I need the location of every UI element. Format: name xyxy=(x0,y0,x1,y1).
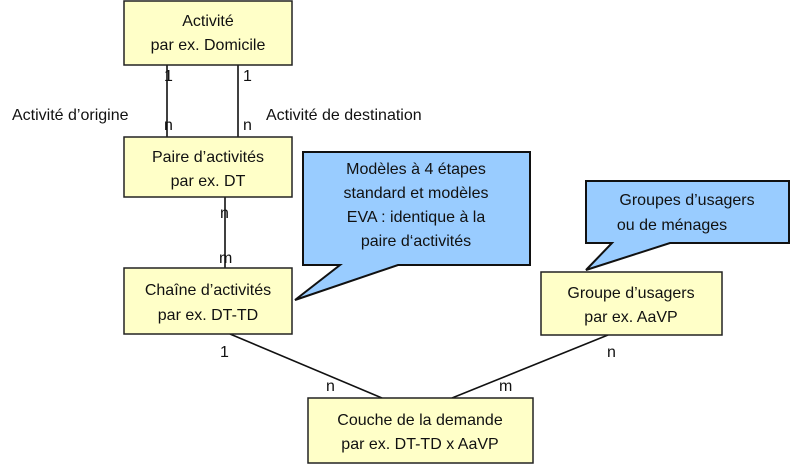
cardinality: n xyxy=(243,117,252,134)
entity-title: Activité xyxy=(182,13,234,30)
entity-chaine: Chaîne d’activités par ex. DT-TD xyxy=(123,267,293,335)
callout-line: standard et modèles xyxy=(344,185,489,202)
connector-chaine-couche xyxy=(229,333,383,399)
entity-example: par ex. DT-TD x AaVP xyxy=(341,436,498,453)
cardinality: m xyxy=(499,378,512,395)
entity-activite: Activité par ex. Domicile xyxy=(123,0,293,66)
callout-modeles: Modèles à 4 étapes standard et modèles E… xyxy=(294,151,531,301)
callout-line: EVA : identique à la xyxy=(347,209,486,226)
entity-groupe: Groupe d’usagers par ex. AaVP xyxy=(540,271,723,336)
cardinality: 1 xyxy=(220,344,229,361)
entity-title: Paire d’activités xyxy=(152,149,264,166)
cardinality: n xyxy=(607,344,616,361)
cardinality: m xyxy=(219,250,232,267)
cardinality: n xyxy=(220,205,229,222)
connector-groupe-couche xyxy=(451,334,609,399)
callout-groupes: Groupes d’usagers ou de ménages xyxy=(585,180,790,271)
callout-line: Modèles à 4 étapes xyxy=(346,161,486,178)
cardinality: n xyxy=(164,117,173,134)
entity-example: par ex. AaVP xyxy=(584,309,677,326)
entity-title: Groupe d’usagers xyxy=(567,285,694,302)
label-destination: Activité de destination xyxy=(266,107,422,124)
entity-title: Chaîne d’activités xyxy=(145,282,271,299)
callout-line: paire d‘activités xyxy=(361,233,471,250)
callout-line: Groupes d’usagers xyxy=(619,192,754,209)
entity-title: Couche de la demande xyxy=(337,412,503,429)
callout-line: ou de ménages xyxy=(617,217,727,234)
cardinality: n xyxy=(326,378,335,395)
label-origine: Activité d’origine xyxy=(12,107,129,124)
entity-example: par ex. Domicile xyxy=(151,37,266,54)
entity-couche: Couche de la demande par ex. DT-TD x AaV… xyxy=(307,397,534,464)
entity-example: par ex. DT-TD xyxy=(158,307,258,324)
entity-paire: Paire d’activités par ex. DT xyxy=(123,136,293,198)
entity-example: par ex. DT xyxy=(171,173,246,190)
cardinality: 1 xyxy=(164,68,173,85)
cardinality: 1 xyxy=(243,68,252,85)
